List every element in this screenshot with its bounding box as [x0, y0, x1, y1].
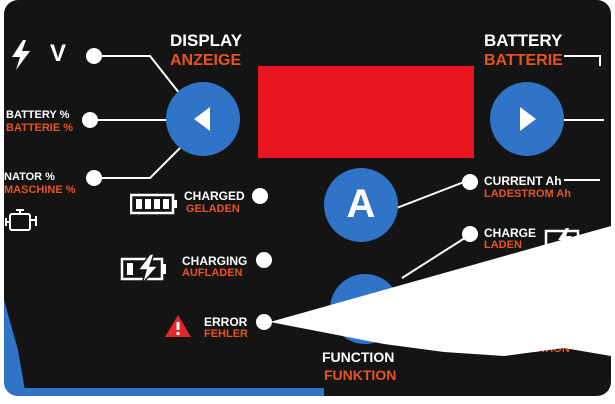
- error-indicator-dot: [256, 314, 272, 330]
- charge-label-de: LADEN: [484, 239, 522, 251]
- current-a-button[interactable]: A: [324, 168, 398, 242]
- function-label-de: FUNKTION: [324, 367, 397, 383]
- charged-indicator-dot: [252, 188, 268, 204]
- error-label: ERROR: [204, 315, 248, 329]
- right-arrow-icon: [520, 107, 536, 131]
- charging-indicator-dot: [256, 252, 272, 268]
- battery-charging-icon: [120, 254, 166, 284]
- voltage-indicator-dot: [86, 48, 102, 64]
- blue-swoosh: [4, 300, 324, 396]
- battery-percent-label-de: BATTERIE %: [6, 122, 74, 134]
- left-arrow-icon: [194, 107, 210, 131]
- paper-overlay: [270, 226, 611, 356]
- current-ah-label-de: LADESTROM Ah: [484, 188, 571, 200]
- battery-right-button[interactable]: [490, 82, 564, 156]
- display-label: DISPLAY: [170, 31, 243, 50]
- charging-label: CHARGING: [182, 254, 248, 268]
- current-ah-label: CURRENT Ah: [484, 174, 562, 188]
- display-screen: [258, 66, 474, 158]
- battery-label-de: BATTERIE: [484, 52, 563, 69]
- battery-label: BATTERY: [484, 31, 563, 50]
- charged-label-de: GELADEN: [186, 203, 240, 215]
- current-ah-indicator-dot: [462, 174, 478, 190]
- generator-percent-indicator-dot: [86, 170, 102, 186]
- battery-percent-label: BATTERY %: [6, 109, 70, 121]
- charging-label-de: AUFLADEN: [182, 267, 243, 279]
- current-a-button-letter: A: [346, 182, 376, 226]
- control-panel: DISPLAY ANZEIGE BATTERY BATTERIE V BATTE…: [4, 0, 611, 396]
- generator-percent-label-de: MASCHINE %: [4, 184, 76, 196]
- charge-indicator-dot: [462, 226, 478, 242]
- battery-percent-indicator-dot: [82, 112, 98, 128]
- function-label: FUNCTION: [322, 349, 395, 365]
- charged-label: CHARGED: [184, 189, 245, 203]
- battery-full-icon: [130, 193, 177, 215]
- lightning-icon: [12, 40, 30, 70]
- charge-label: CHARGE: [484, 226, 537, 240]
- display-left-button[interactable]: [166, 82, 240, 156]
- warning-icon: [165, 315, 191, 337]
- generator-percent-label: NATOR %: [4, 171, 55, 183]
- engine-icon: [5, 209, 37, 231]
- display-label-de: ANZEIGE: [170, 52, 242, 69]
- voltage-label: V: [50, 40, 67, 67]
- error-label-de: FEHLER: [204, 328, 248, 340]
